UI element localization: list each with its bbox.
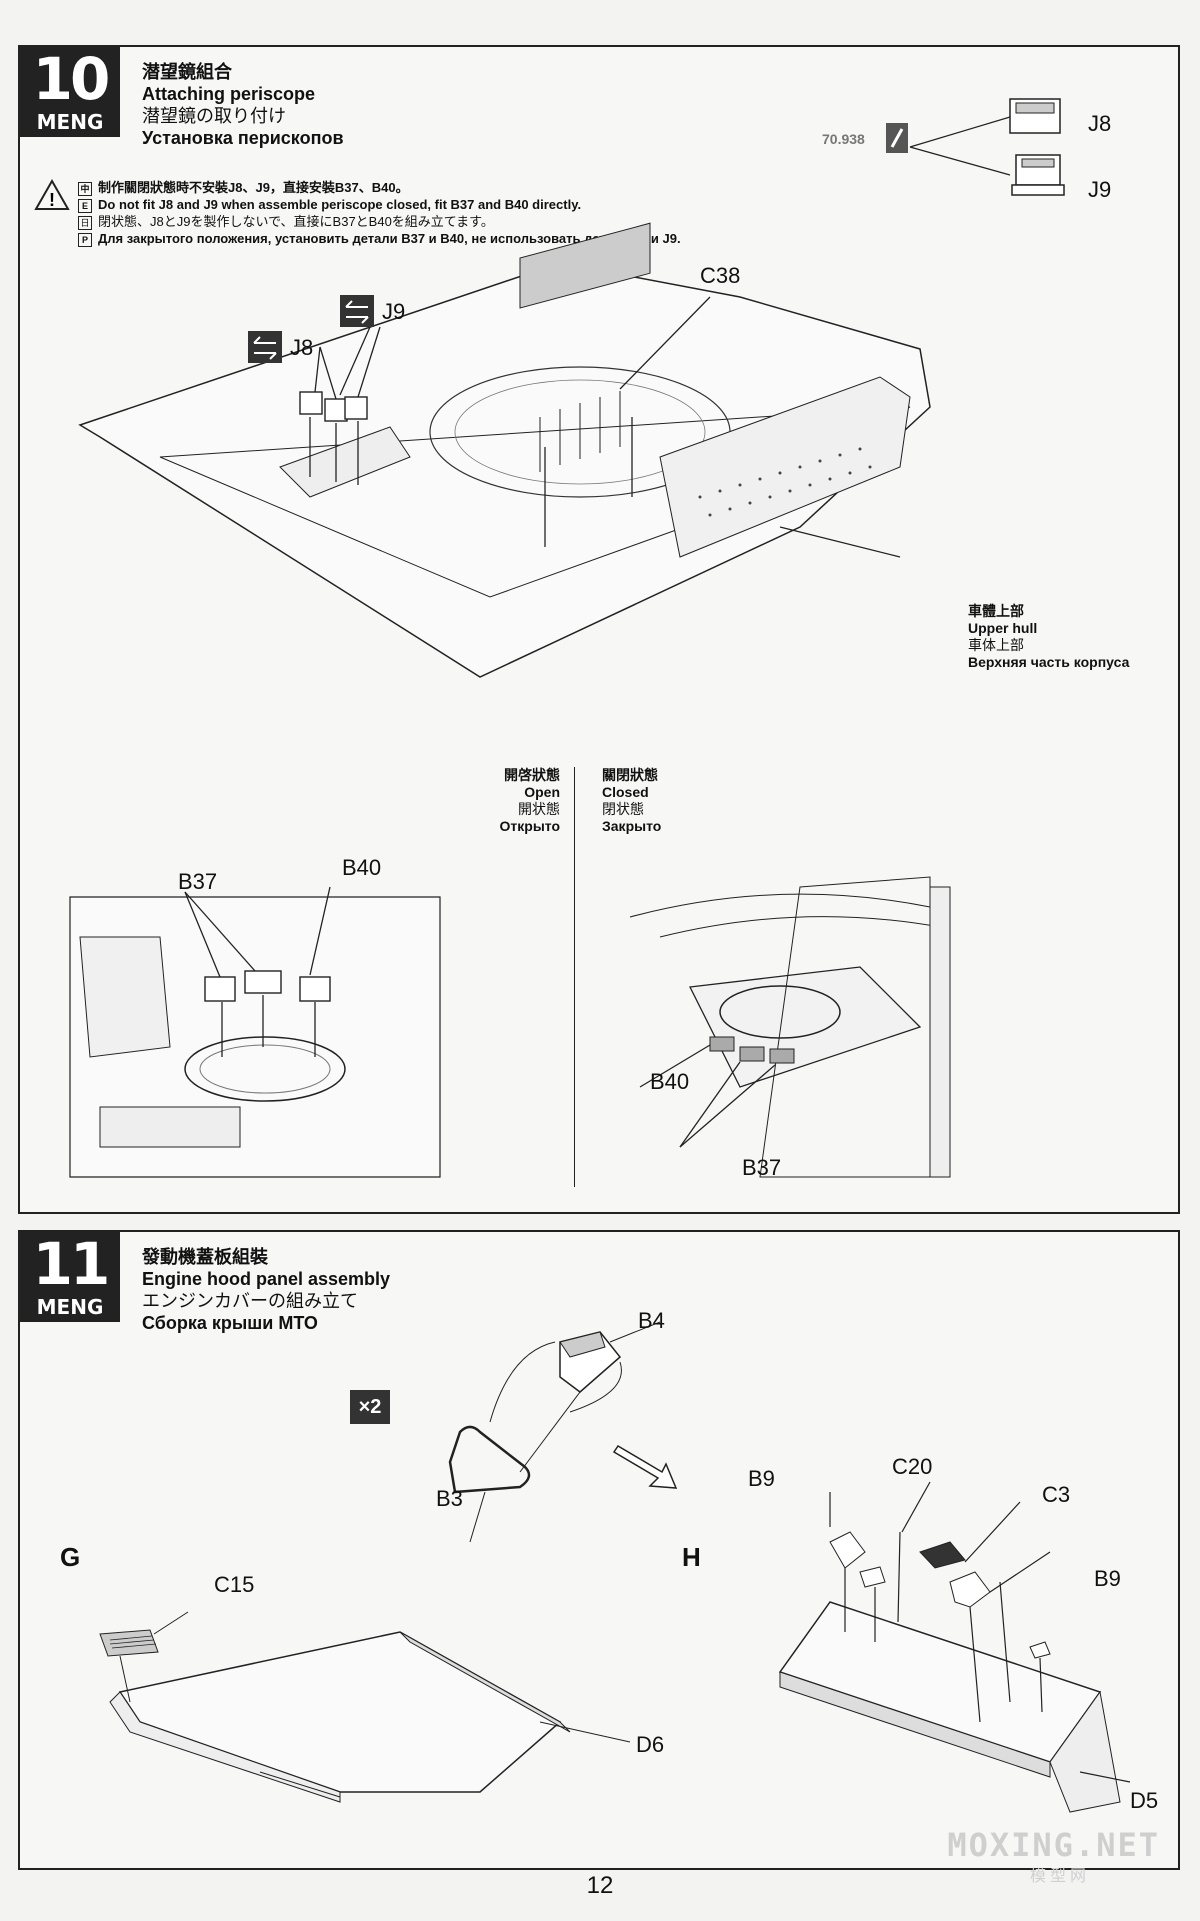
label-c3: C3 [1042,1482,1071,1507]
d5-panel-drawing [778,1481,1131,1813]
step-11-titles: 發動機蓋板組裝 Engine hood panel assembly エンジンカ… [142,1246,390,1334]
label-b40-open: B40 [342,855,382,880]
warning-jp: 日閉状態、J8とJ9を製作しないで、直接にB37とB40を組み立てます。 [78,213,858,230]
open-state-drawing [69,886,441,1178]
part-j9-drawing [1011,154,1065,196]
step-11-panel: 11 MENG 發動機蓋板組裝 Engine hood panel assemb… [18,1230,1180,1870]
arrow-icon [612,1444,678,1489]
upper-hull-drawing [78,222,931,678]
closed-state-label: 關閉狀態 Closed 閉状態 Закрыто [602,767,662,834]
label-b37-closed: B37 [742,1155,782,1180]
label-j8: J8 [290,335,314,360]
swap-icon-j9 [340,295,374,327]
title-jp: 潜望鏡の取り付け [142,106,286,126]
closed-state-drawing [629,876,951,1178]
warning-icon: ! [34,178,70,210]
watermark-sub: 模型网 [1029,1868,1090,1885]
step-number: 11 [32,1230,111,1298]
label-b3: B3 [436,1486,463,1511]
label-j9-top: J9 [1088,177,1112,202]
label-d6: D6 [636,1732,665,1757]
step-10-titles: 潜望鏡組合 Attaching periscope 潜望鏡の取り付け Устан… [142,61,344,149]
brush-icon [886,123,908,153]
step-11-badge: 11 MENG [20,1232,120,1322]
step-10-panel: 10 MENG 潜望鏡組合 Attaching periscope 潜望鏡の取り… [18,45,1180,1214]
brand-logo: MENG [36,110,104,134]
label-c20: C20 [892,1454,933,1479]
part-j8-drawing [1009,98,1061,134]
open-closed-divider [574,767,575,1187]
svg-text:!: ! [49,190,55,210]
label-b40-closed: B40 [650,1069,690,1094]
title-ru: Установка перископов [142,128,344,148]
d6-panel-drawing [99,1611,631,1803]
label-b4: B4 [638,1308,665,1333]
brand-logo: MENG [36,1295,104,1319]
step-10-badge: 10 MENG [20,47,120,137]
open-state-label: 開啓狀態 Open 開状態 Открыто [499,767,560,834]
label-b9-right: B9 [1094,1566,1121,1591]
label-j8-top: J8 [1088,111,1112,136]
title-jp: エンジンカバーの組み立て [142,1291,358,1311]
label-c38: C38 [700,263,741,288]
subassembly-g-label: G [60,1542,81,1572]
title-en: Engine hood panel assembly [142,1269,391,1289]
label-d5: D5 [1130,1788,1159,1813]
title-en: Attaching periscope [142,84,316,104]
title-zh: 潜望鏡組合 [142,62,232,82]
title-zh: 發動機蓋板組裝 [142,1247,268,1267]
label-b37-open: B37 [178,869,218,894]
subassembly-h-label: H [682,1542,701,1572]
warning-zh: 中制作關閉狀態時不安裝J8、J9，直接安裝B37、B40。 [78,179,858,196]
b3-b4-drawing [448,1321,661,1543]
label-j9: J9 [382,299,406,324]
label-b9-left: B9 [748,1466,775,1491]
label-c15: C15 [214,1572,255,1597]
swap-icon-j8 [248,331,282,363]
j8-j9-callout-lines [909,116,1011,176]
page-number: 12 [586,1872,614,1899]
multiplier-badge: ×2 [350,1390,390,1424]
paint-code: 70.938 [822,131,865,147]
watermark: MOXING.NET [947,1826,1160,1864]
upper-hull-label: 車體上部 Upper hull 車体上部 Верхняя часть корпу… [968,603,1130,670]
title-ru: Сборка крыши МТО [142,1313,318,1333]
step-number: 10 [32,45,111,113]
